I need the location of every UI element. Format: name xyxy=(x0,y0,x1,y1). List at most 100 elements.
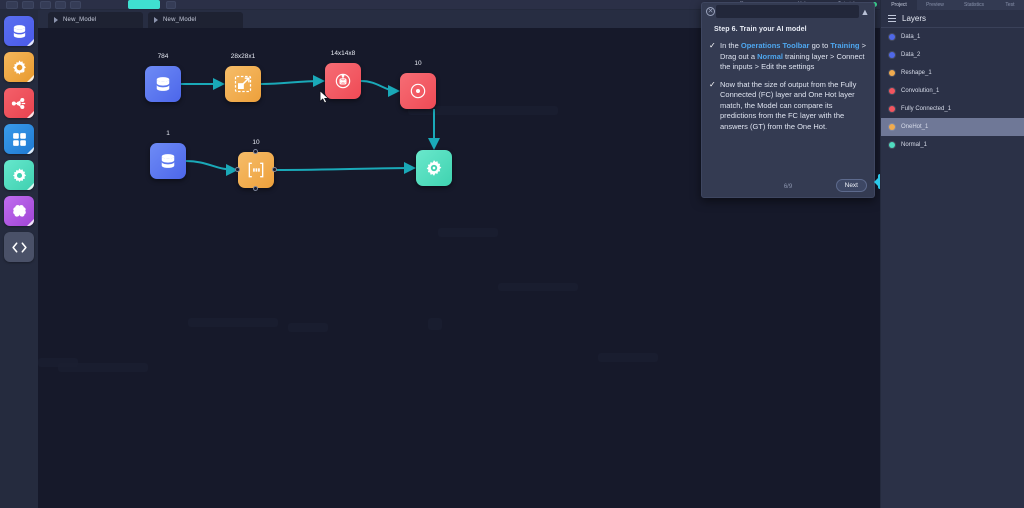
database-icon xyxy=(11,23,28,40)
tutorial-steps: ✓ In the Operations Toolbar go to Traini… xyxy=(708,41,870,139)
node-port-bottom[interactable] xyxy=(253,186,258,191)
node-label-onehot-1: 10 xyxy=(252,139,260,146)
gear-search-icon xyxy=(11,59,28,76)
tutorial-text: training layer > Connect the inputs > Ed… xyxy=(720,51,865,72)
rail-button-data[interactable] xyxy=(4,16,34,46)
node-onehot-1[interactable] xyxy=(235,149,277,191)
tab-project[interactable]: Project xyxy=(881,0,917,10)
node-port-top[interactable] xyxy=(253,149,258,154)
tab-label: New_Model xyxy=(163,17,197,23)
next-button[interactable]: Next xyxy=(835,179,867,192)
node-fully-connected-1[interactable] xyxy=(400,73,436,109)
node-label-data-2: 1 xyxy=(166,130,170,137)
layers-title: Layers xyxy=(902,14,927,23)
chevron-up-icon[interactable]: ▲ xyxy=(860,7,870,17)
list-icon xyxy=(888,15,896,22)
toolbar-button-copy[interactable] xyxy=(70,1,81,9)
node-normal-1[interactable] xyxy=(416,150,452,186)
rail-button-processing[interactable] xyxy=(4,52,34,82)
tutorial-header: ✕ ▲ xyxy=(702,3,874,21)
toolbar-button-open[interactable] xyxy=(22,1,34,9)
layer-row-onehot-1[interactable]: OneHot_1 xyxy=(881,118,1024,136)
node-reshape-1[interactable] xyxy=(225,66,261,102)
layer-color-dot xyxy=(889,106,895,112)
tutorial-step-2: ✓ Now that the size of output from the F… xyxy=(708,80,870,133)
left-toolbar-rail xyxy=(0,10,38,508)
tab-preview[interactable]: Preview xyxy=(926,2,944,8)
layer-row-fully-connected-1[interactable]: Fully Connected_1 xyxy=(881,100,1024,118)
layer-name: Reshape_1 xyxy=(901,70,932,76)
database-icon xyxy=(158,151,178,171)
rail-button-ai[interactable] xyxy=(4,196,34,226)
ghost-artifact xyxy=(58,363,148,372)
node-label-reshape-1: 28x28x1 xyxy=(230,53,256,60)
layer-name: Data_1 xyxy=(901,34,921,40)
tutorial-page-indicator: 6/9 xyxy=(783,184,793,190)
toolbar-button-redo[interactable] xyxy=(55,1,66,9)
layer-row-normal-1[interactable]: Normal_1 xyxy=(881,136,1024,154)
reshape-icon xyxy=(233,74,253,94)
node-data-2[interactable] xyxy=(150,143,186,179)
rail-button-operations[interactable] xyxy=(4,124,34,154)
grid-icon xyxy=(11,131,28,148)
rail-button-training[interactable] xyxy=(4,160,34,190)
ghost-artifact xyxy=(408,106,558,115)
tutorial-search-bar[interactable] xyxy=(716,5,859,18)
ghost-artifact xyxy=(498,283,578,291)
layer-color-dot xyxy=(889,124,895,130)
tab-test[interactable]: Test xyxy=(1005,2,1015,8)
tutorial-text: In the xyxy=(720,41,741,50)
layer-row-data-1[interactable]: Data_1 xyxy=(881,28,1024,46)
tutorial-popover: ✕ ▲ Step 6. Train your AI model ✓ In the… xyxy=(701,2,875,198)
tab-statistics[interactable]: Statistics xyxy=(963,2,984,8)
chevron-right-icon xyxy=(54,17,58,23)
layer-row-data-2[interactable]: Data_2 xyxy=(881,46,1024,64)
toolbar-button-undo[interactable] xyxy=(40,1,51,9)
tutorial-highlight: Training xyxy=(830,41,860,50)
layer-row-reshape-1[interactable]: Reshape_1 xyxy=(881,64,1024,82)
node-convolution-1[interactable] xyxy=(325,63,361,99)
ghost-artifact xyxy=(38,358,78,367)
right-panel-tabs: Project Preview Statistics Test xyxy=(881,0,1024,10)
code-icon xyxy=(11,239,28,256)
check-icon: ✓ xyxy=(709,41,716,50)
tutorial-highlight: Operations Toolbar xyxy=(740,41,810,50)
toolbar-button-new[interactable] xyxy=(6,1,18,9)
layer-color-dot xyxy=(889,34,895,40)
tutorial-title: Step 6. Train your AI model xyxy=(714,26,807,33)
node-port-input[interactable] xyxy=(235,167,240,172)
training-gear-icon xyxy=(424,158,444,178)
layer-name: Normal_1 xyxy=(901,142,928,148)
model-tab-bar: New_Model New_Model xyxy=(38,10,880,28)
ghost-artifact xyxy=(598,353,658,362)
tab-new-model-2[interactable]: New_Model xyxy=(148,12,243,28)
network-icon xyxy=(11,95,28,112)
rail-button-code[interactable] xyxy=(4,232,34,262)
tab-new-model-1[interactable]: New_Model xyxy=(48,12,143,28)
ghost-artifact xyxy=(288,323,328,332)
node-label-fully-connected-1: 10 xyxy=(414,60,422,67)
tutorial-highlight: Normal xyxy=(757,51,783,61)
close-icon[interactable]: ✕ xyxy=(706,7,715,16)
convolution-icon xyxy=(333,71,353,91)
node-data-1[interactable] xyxy=(145,66,181,102)
rail-button-deep-learning[interactable] xyxy=(4,88,34,118)
check-icon: ✓ xyxy=(709,79,716,89)
chevron-right-icon xyxy=(154,17,158,23)
layer-row-convolution-1[interactable]: Convolution_1 xyxy=(881,82,1024,100)
layer-name: OneHot_1 xyxy=(901,124,929,130)
right-panel: Project Preview Statistics Test Layers D… xyxy=(880,0,1024,508)
database-icon xyxy=(153,74,173,94)
layer-name: Data_2 xyxy=(901,52,921,58)
layer-name: Fully Connected_1 xyxy=(901,106,952,112)
node-port-output[interactable] xyxy=(272,167,277,172)
fully-connected-icon xyxy=(408,81,428,101)
toolbar-button-stop[interactable] xyxy=(166,1,176,9)
layer-color-dot xyxy=(889,52,895,58)
node-label-data-1: 784 xyxy=(157,53,169,60)
node-label-convolution-1: 14x14x8 xyxy=(330,50,356,57)
tutorial-text: > Drag out a xyxy=(720,41,866,61)
run-button[interactable] xyxy=(128,0,160,9)
tab-label: New_Model xyxy=(63,17,97,23)
